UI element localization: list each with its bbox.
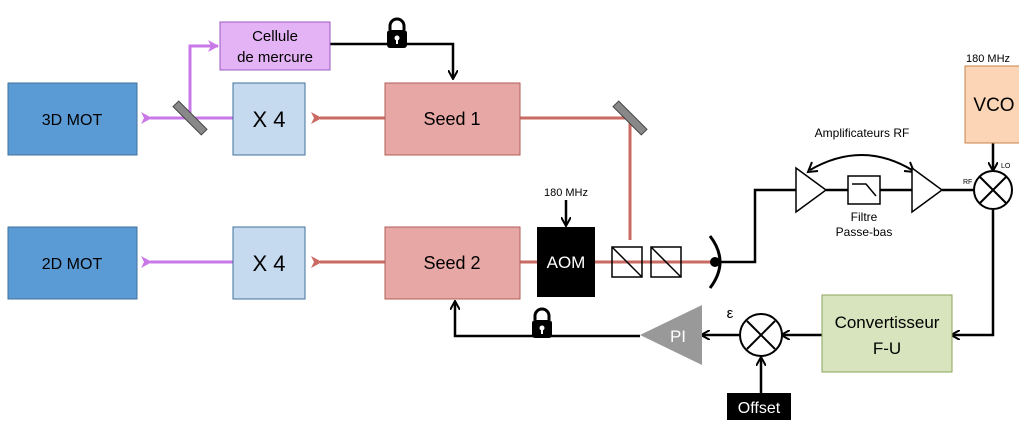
low-pass-filter — [847, 175, 881, 205]
uv-to-cellule — [188, 40, 219, 118]
mot2d-label: 2D MOT — [42, 256, 103, 273]
detector-to-amp — [715, 188, 796, 264]
lo-port-label: LO — [1001, 163, 1011, 170]
mot3d-box — [7, 82, 138, 156]
mot2d-box — [7, 226, 138, 300]
mirror-left — [172, 100, 208, 136]
seed2-box — [384, 226, 521, 300]
photodetector-icon — [708, 235, 722, 289]
mixer-icon — [739, 313, 783, 357]
pi-label: PI — [670, 327, 686, 346]
beam-splitter-cube — [650, 246, 682, 278]
seed2-label: Seed 2 — [423, 253, 480, 273]
mirror-right — [612, 100, 648, 136]
aom-frequency-label: 180 MHz — [544, 187, 588, 199]
aom-box — [537, 227, 595, 297]
vco-label: VCO — [973, 95, 1014, 116]
cellule-label-line1: Cellule — [252, 28, 298, 45]
seed1-label: Seed 1 — [423, 109, 480, 129]
beam-splitter-cube — [611, 246, 643, 278]
uv-beams — [141, 40, 233, 268]
offset-label: Offset — [738, 400, 781, 417]
x4-bottom-box — [232, 226, 306, 300]
convertisseur-label-line2: F-U — [873, 339, 901, 358]
amplificateurs-label: Amplificateurs RF — [815, 126, 910, 140]
rf-port-label: RF — [963, 179, 972, 186]
lock-icon — [387, 17, 407, 48]
lock-icon — [532, 307, 552, 338]
x4-bottom-label: X 4 — [252, 251, 285, 276]
beam-seed1-sampling — [520, 116, 632, 240]
lock-path-seed1 — [330, 42, 453, 78]
mot3d-label: 3D MOT — [42, 112, 103, 129]
amplificateurs-pointer-arrows — [806, 154, 916, 174]
cellule-label-line2: de mercure — [237, 49, 313, 66]
filtre-label-line2: Passe-bas — [836, 225, 893, 239]
mixer-to-convertisseur — [952, 210, 995, 335]
seed1-box — [384, 82, 521, 156]
cellule-box — [219, 21, 331, 71]
convertisseur-box — [821, 294, 953, 373]
offset-box — [727, 393, 791, 420]
x4-top-box — [232, 82, 306, 156]
mixer-icon — [973, 170, 1013, 210]
vco-frequency-label: 180 MHz — [966, 53, 1010, 65]
rf-amplifier-2 — [911, 166, 944, 214]
convertisseur-label-line1: Convertisseur — [835, 313, 940, 332]
lock-path-seed2 — [455, 302, 640, 338]
vco-box — [964, 65, 1019, 144]
filtre-label-line1: Filtre — [851, 210, 878, 224]
epsilon-label: ε — [727, 305, 734, 322]
x4-top-label: X 4 — [252, 107, 285, 132]
pi-controller — [640, 305, 702, 365]
aom-label: AOM — [547, 253, 586, 272]
rf-amplifier-1 — [795, 166, 828, 214]
signal-lines — [330, 42, 995, 393]
